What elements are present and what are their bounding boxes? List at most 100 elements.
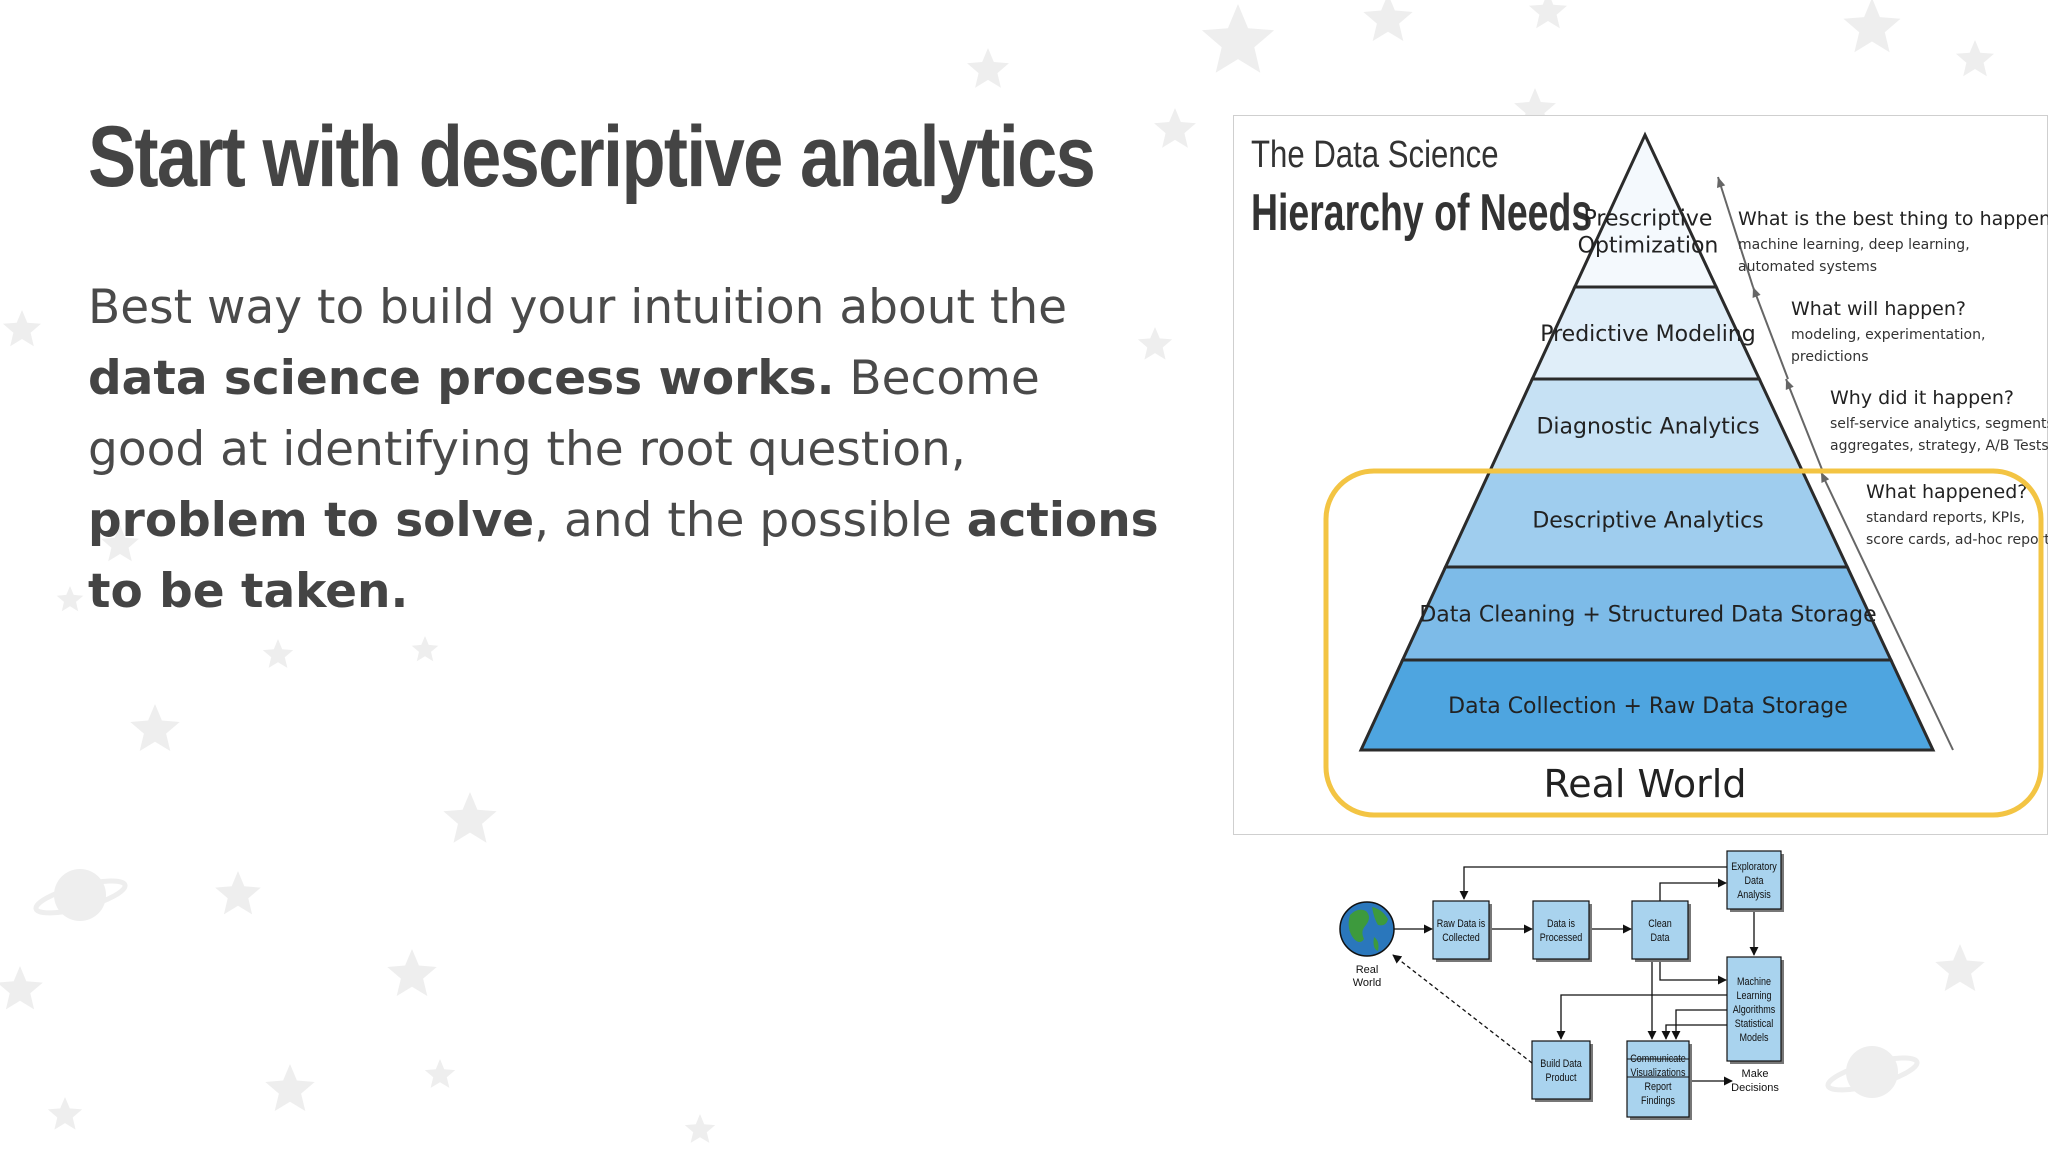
flow-node-label: Visualizations xyxy=(1631,1067,1686,1079)
star-icon xyxy=(443,792,497,843)
flow-node-label: Data is xyxy=(1547,918,1575,930)
arrow-head-icon xyxy=(1785,379,1794,390)
body-run: Become good at identifying the root ques… xyxy=(88,351,1040,477)
flow-arrow xyxy=(1459,866,1727,900)
star-icon xyxy=(387,949,437,996)
flow-node-label: Collected xyxy=(1442,932,1480,944)
body-emphasis: problem to solve xyxy=(88,493,535,548)
star-icon xyxy=(130,704,180,751)
make-decisions-caption: Make xyxy=(1742,1068,1769,1080)
side-arrow xyxy=(1785,378,1824,473)
real-world-label: Real World xyxy=(1544,762,1747,806)
slide-title: Start with descriptive analytics xyxy=(88,109,1096,205)
flow-arrow xyxy=(1659,878,1727,901)
planet-icon xyxy=(33,869,128,921)
pyramid-tier-label: Data Collection + Raw Data Storage xyxy=(1448,694,1848,719)
star-icon xyxy=(101,525,139,562)
data-science-hierarchy-figure: The Data Science Hierarchy of Needs Pres… xyxy=(1251,131,2048,818)
flow-node-label: Build Data xyxy=(1540,1058,1582,1070)
flow-arrow xyxy=(1661,1024,1727,1040)
star-icon xyxy=(1154,108,1196,148)
star-icon xyxy=(1843,0,1901,53)
flow-arrow xyxy=(1659,959,1727,985)
question-detail: machine learning, deep learning, xyxy=(1738,237,1970,253)
star-icon xyxy=(424,1059,456,1088)
star-icon xyxy=(1363,0,1413,41)
question-detail: predictions xyxy=(1791,349,1869,365)
flow-node-label: Processed xyxy=(1540,932,1583,944)
real-world-caption: World xyxy=(1353,977,1382,989)
arrow-head-icon xyxy=(1717,177,1726,188)
flow-node-label: Analysis xyxy=(1737,889,1771,901)
flow-node-label: Data xyxy=(1744,875,1763,887)
question-title: What is the best thing to happen? xyxy=(1738,208,2048,230)
star-icon xyxy=(684,1114,716,1143)
slide-body-text: Best way to build your intuition about t… xyxy=(88,272,1168,627)
flow-arrow xyxy=(1392,954,1533,1064)
flow-node-proc: Data is Processed xyxy=(1532,900,1592,962)
side-arrow xyxy=(1717,176,1754,288)
body-run: Best way to build your intuition about t… xyxy=(88,280,1068,335)
question-detail: aggregates, strategy, A/B Tests xyxy=(1830,438,2048,454)
flow-edges xyxy=(1392,866,1759,1086)
star-icon xyxy=(1935,944,1985,991)
star-icon xyxy=(3,310,41,347)
star-icon xyxy=(1137,327,1173,360)
star-icon xyxy=(0,966,43,1010)
flow-node-label: Algorithms xyxy=(1733,1004,1776,1016)
star-icon xyxy=(215,871,261,915)
flow-node-label: Product xyxy=(1545,1072,1576,1084)
pyramid-tier xyxy=(1358,658,1936,752)
flow-node-label: Models xyxy=(1739,1032,1768,1044)
real-world-caption: Real xyxy=(1356,964,1379,976)
pyramid-tier-label: Data Cleaning + Structured Data Storage xyxy=(1419,603,1876,628)
side-arrow xyxy=(1820,471,1954,751)
flow-node-label: Statistical xyxy=(1735,1018,1774,1030)
pyramid-questions: What is the best thing to happen? machine… xyxy=(1738,208,2048,548)
flow-node-label: Machine xyxy=(1737,976,1771,988)
make-decisions-caption: Decisions xyxy=(1731,1082,1779,1094)
star-icon xyxy=(265,1064,315,1111)
flow-node-label: Learning xyxy=(1736,990,1771,1002)
star-icon xyxy=(56,586,84,612)
pyramid-side-arrows xyxy=(1717,176,1954,751)
planet-icon xyxy=(1825,1046,1920,1098)
globe-icon xyxy=(1339,901,1395,957)
descriptive-highlight-outline xyxy=(1323,468,2044,818)
body-run: , and the possible xyxy=(534,493,967,548)
question-title: Why did it happen? xyxy=(1830,387,2014,409)
question-detail: automated systems xyxy=(1738,259,1877,275)
star-icon xyxy=(411,636,439,662)
question-detail: modeling, experimentation, xyxy=(1791,327,1985,343)
flow-arrow xyxy=(1671,1009,1727,1040)
question-title: What will happen? xyxy=(1791,298,1966,320)
flow-node-label: Data xyxy=(1650,932,1669,944)
flow-node-ml: MachineLearningAlgorithmsStatisticalMode… xyxy=(1726,956,1784,1064)
question-detail: standard reports, KPIs, xyxy=(1866,510,2025,526)
hierarchy-title-line1: The Data Science xyxy=(1251,134,1499,176)
side-arrow xyxy=(1752,286,1789,380)
pyramid-tier-label: Prescriptive xyxy=(1584,207,1713,232)
pyramid-tier-label: Predictive Modeling xyxy=(1540,322,1756,347)
question-title: What happened? xyxy=(1866,481,2027,503)
flow-node-label: Exploratory xyxy=(1731,861,1777,873)
flow-arrow xyxy=(1556,994,1727,1040)
star-icon xyxy=(262,639,294,668)
arrow-head-icon xyxy=(1752,287,1761,298)
pyramid-tier-label: Optimization xyxy=(1578,234,1719,259)
question-detail: self-service analytics, segments, xyxy=(1830,416,2048,432)
star-icon xyxy=(1529,0,1567,29)
star-icon xyxy=(967,48,1009,88)
flow-node-label: Clean xyxy=(1648,918,1672,930)
body-emphasis: actions to be taken. xyxy=(88,493,1159,619)
flow-node-label: Report xyxy=(1644,1081,1671,1093)
